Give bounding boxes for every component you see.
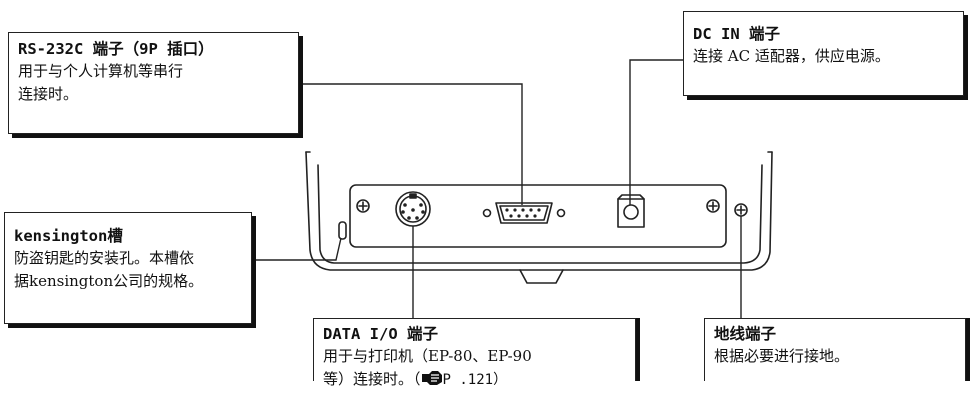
callout-kensington-title: kensington槽 (14, 227, 123, 245)
leader-rs232c (300, 83, 523, 205)
callout-dc-in: DC IN 端子 连接 AC 适配器，供应电源。 (683, 11, 964, 96)
pointing-hand-book-icon (421, 370, 443, 386)
callout-data-io-page-ref: P .121） (442, 372, 508, 388)
callout-dc-in-line-1: 连接 AC 适配器，供应电源。 (693, 47, 890, 65)
callout-kensington: kensington槽 防盗钥匙的安装孔。本槽依 据kensington公司的规… (4, 212, 252, 324)
callout-kensington-line-1: 防盗钥匙的安装孔。本槽依 (14, 249, 195, 267)
device-rear-panel-drawing (252, 59, 773, 320)
callout-data-io: DATA I/O 端子 用于与打印机（EP-80、EP-90 等）连接时。（ P … (313, 318, 636, 388)
callout-kensington-line-2: 据kensington公司的规格。 (14, 272, 204, 290)
kensington-slot (338, 221, 347, 240)
leader-dc-in (629, 59, 685, 205)
bottom-lip (519, 269, 564, 284)
callout-ground-line-1: 根据必要进行接地。 (714, 347, 850, 365)
rs232c-connector (495, 202, 553, 224)
housing-outline (305, 151, 773, 271)
rear-plate (349, 184, 727, 248)
callout-dc-in-title: DC IN 端子 (693, 25, 780, 43)
callout-ground-title: 地线端子 (714, 325, 777, 343)
callout-data-io-line-1: 用于与打印机（EP-80、EP-90 (323, 347, 532, 365)
leader-kensington (252, 237, 342, 261)
callout-rs232c-line-2: 连接时。 (18, 85, 79, 103)
callout-rs232c-title: RS-232C 端子（9P 插口） (18, 40, 214, 58)
callout-data-io-line-2-text: 等）连接时。（ (323, 370, 421, 388)
callout-data-io-title: DATA I/O 端子 (323, 325, 438, 343)
plate-screw-left (356, 199, 370, 213)
callout-rs232c: RS-232C 端子（9P 插口） 用于与个人计算机等串行 连接时。 (8, 32, 299, 134)
callout-data-io-line-2: 等）连接时。（ P .121） (323, 368, 626, 392)
dc-in-jack (617, 198, 645, 228)
callout-ground: 地线端子 根据必要进行接地。 (704, 318, 966, 381)
callout-rs232c-line-1: 用于与个人计算机等串行 (18, 62, 184, 80)
plate-screw-right (706, 199, 720, 213)
